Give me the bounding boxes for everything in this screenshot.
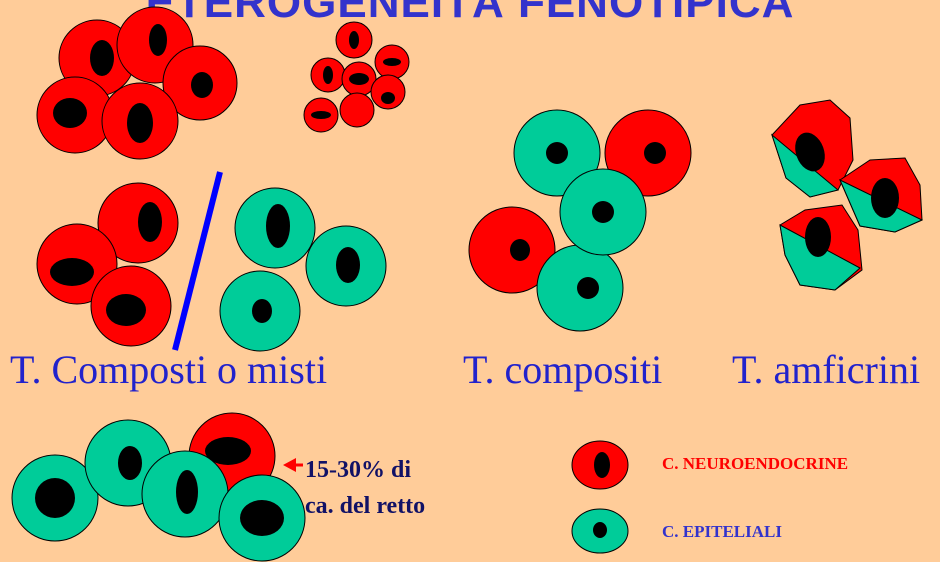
legend-label-neuroendocrine: C. NEUROENDOCRINE [662, 454, 849, 473]
legend-label-epiteliali: C. EPITELIALI [662, 522, 782, 541]
page-title: ETEROGENEITÀ FENOTIPICA [145, 0, 795, 27]
amphicrine-tumor-cluster [770, 99, 924, 291]
caption-compositi: T. compositi [463, 347, 663, 392]
mixed-tumor-neuroendocrine-group [36, 182, 179, 347]
note-line-1: 15-30% di [305, 457, 412, 483]
legend-neuroendocrine-icon [571, 440, 629, 490]
divider-line [172, 171, 223, 351]
neuroendocrine-cluster-large [36, 6, 238, 160]
rectal-carcinoma-cluster [11, 412, 306, 562]
note-line-2: ca. del retto [305, 493, 426, 519]
rectal-percentage-note: 15-30% di ca. del retto [305, 452, 425, 524]
neuroendocrine-cluster-small [303, 21, 410, 133]
legend-epithelial-icon [571, 508, 629, 554]
arrow-icon [283, 458, 303, 472]
caption-composti: T. Composti o misti [10, 347, 328, 392]
mixed-tumor-epithelial-group [219, 187, 387, 352]
caption-amficrini: T. amficrini [732, 347, 921, 392]
composite-tumor-cluster [468, 109, 692, 332]
